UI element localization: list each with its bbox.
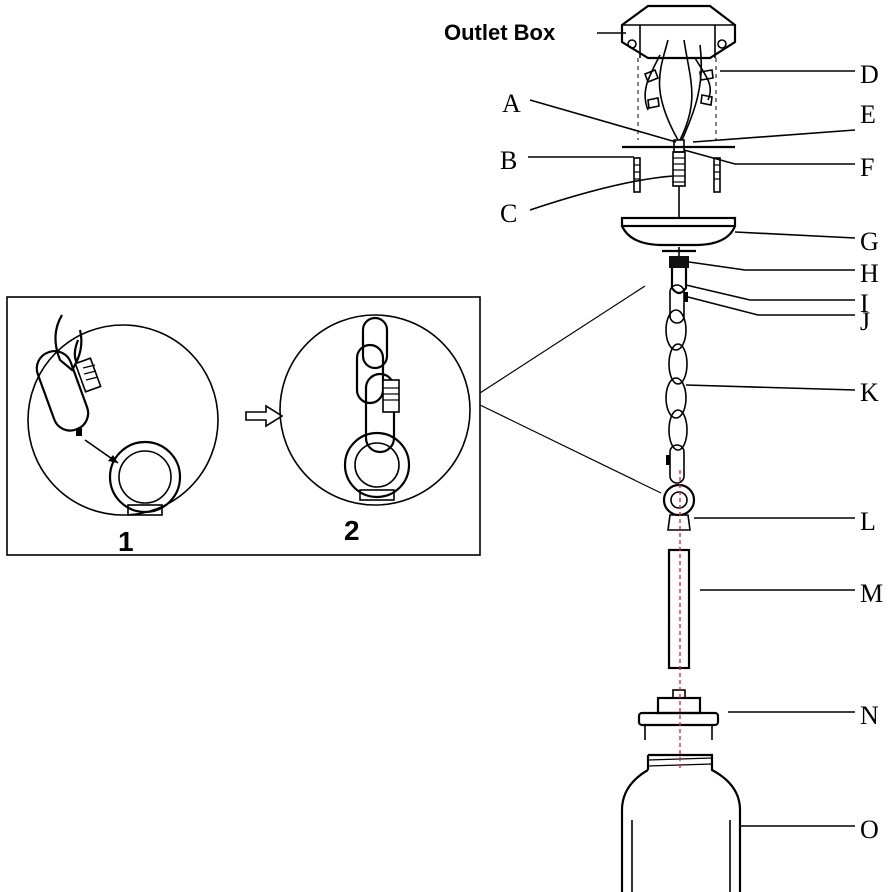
label-M: M — [860, 579, 883, 608]
label-J: J — [860, 307, 870, 336]
label-L: L — [860, 507, 876, 536]
step-2-detail — [279, 314, 471, 506]
wire-nuts — [643, 68, 714, 109]
canopy — [620, 216, 737, 247]
label-K: K — [860, 378, 879, 407]
label-H: H — [860, 259, 879, 288]
label-I: I — [860, 289, 869, 318]
label-F: F — [860, 153, 874, 182]
label-N: N — [860, 701, 879, 730]
inset-detail: 1 2 — [6, 285, 662, 557]
zoom-line-bottom — [479, 404, 662, 494]
socket-cap — [637, 689, 720, 740]
loop-ring — [662, 483, 696, 531]
step-1-label: 1 — [118, 526, 134, 557]
canopy-nut — [669, 247, 689, 268]
step-2-label: 2 — [344, 515, 360, 546]
label-G: G — [860, 227, 879, 256]
chain — [665, 284, 688, 484]
label-E: E — [860, 100, 876, 129]
mounting-screws — [633, 157, 721, 193]
part-labels: D A E B F C G H I J K L M N O — [500, 60, 883, 844]
label-A: A — [502, 89, 521, 118]
supply-wires — [644, 39, 712, 141]
leader-lines — [528, 70, 856, 827]
label-B: B — [500, 146, 517, 175]
outlet-box-label: Outlet Box — [444, 20, 556, 45]
cable-gripper — [672, 151, 686, 187]
step-1-detail — [27, 314, 219, 516]
down-rod — [667, 548, 691, 670]
mason-jar — [620, 753, 742, 892]
outlet-box — [620, 4, 737, 60]
label-O: O — [860, 815, 879, 844]
label-D: D — [860, 60, 879, 89]
inset-frame — [6, 296, 481, 556]
step-arrow — [245, 404, 284, 428]
zoom-line-top — [479, 285, 646, 394]
label-C: C — [500, 199, 517, 228]
